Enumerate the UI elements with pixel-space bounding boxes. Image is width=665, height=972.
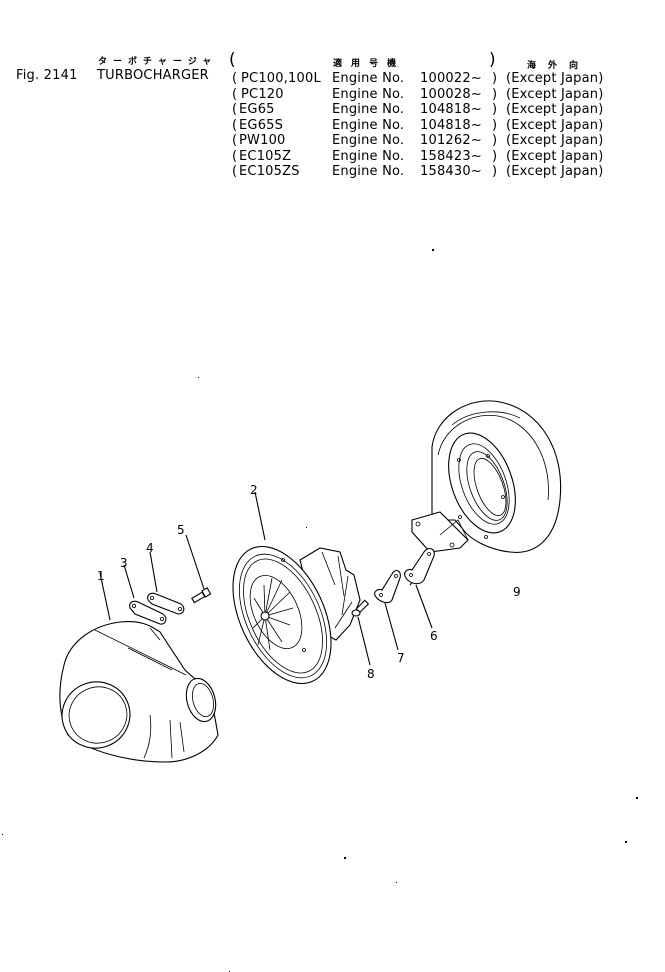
paren: )	[492, 148, 498, 164]
paren: )	[492, 133, 498, 148]
model: EC105ZS	[239, 164, 300, 179]
engine-label: Engine No.	[332, 102, 405, 117]
note: (Except Japan)	[506, 117, 604, 133]
figure-title: TURBOCHARGER	[97, 68, 209, 83]
model: EG65	[239, 102, 275, 117]
bolt-part-8	[351, 599, 371, 666]
applicable-models-heading: 適用号機	[333, 59, 406, 69]
paren: (	[232, 164, 238, 179]
note: (Except Japan)	[506, 164, 604, 179]
callout-4: 4	[146, 541, 154, 555]
paren: (	[232, 148, 238, 164]
paren: (	[232, 102, 238, 117]
paren: )	[492, 86, 498, 102]
model: EC105Z	[239, 148, 292, 164]
title-katakana: ターボチャージャ	[98, 57, 218, 67]
callout-1: 1	[97, 569, 105, 583]
serial: 158430~	[420, 164, 482, 179]
note: (Except Japan)	[506, 148, 604, 164]
note: (Except Japan)	[506, 86, 604, 102]
note: (Except Japan)	[506, 71, 604, 86]
applicability-row: ( EG65S Engine No. 104818~ ) (Except Jap…	[0, 118, 665, 134]
callout-8: 8	[367, 667, 375, 681]
callout-labels: 1 2 3 4 5 6 7 8 9	[97, 483, 521, 681]
applicability-row: ( PC100,100L Engine No. 100022~ ) (Excep…	[0, 71, 665, 87]
serial: 101262~	[420, 133, 482, 148]
serial: 100028~	[420, 86, 482, 102]
paren: (	[232, 71, 238, 86]
figure-number: Fig. 2141	[16, 68, 78, 83]
engine-label: Engine No.	[332, 148, 405, 164]
model: EG65S	[239, 117, 284, 133]
applicability-table: ( PC100,100L Engine No. 100022~ ) (Excep…	[0, 71, 665, 191]
engine-label: Engine No.	[332, 71, 405, 86]
plate-part-6	[404, 547, 435, 629]
applicability-row: ( EC105ZS Engine No. 158430~ ) (Except J…	[0, 164, 665, 180]
plate-part-4	[147, 551, 185, 615]
model: PW100	[239, 133, 286, 148]
callout-9: 9	[513, 585, 521, 599]
engine-label: Engine No.	[332, 86, 405, 102]
applicability-row: ( PC120 Engine No. 100028~ ) (Except Jap…	[0, 87, 665, 103]
callout-7: 7	[397, 651, 405, 665]
bolt-part-5	[185, 534, 212, 604]
turbine-housing-part-9	[409, 400, 562, 586]
paren: )	[492, 102, 498, 117]
plate-part-3	[123, 564, 167, 625]
paren: (	[232, 86, 238, 102]
serial: 104818~	[420, 117, 482, 133]
callout-6: 6	[430, 629, 438, 643]
paren: )	[492, 71, 498, 86]
cartridge-assembly-part-2	[232, 491, 361, 685]
paren: (	[232, 133, 238, 148]
applicability-row: ( PW100 Engine No. 101262~ ) (Except Jap…	[0, 133, 665, 149]
plate-part-7	[374, 569, 401, 651]
callout-2: 2	[250, 483, 258, 497]
serial: 104818~	[420, 102, 482, 117]
engine-label: Engine No.	[332, 117, 405, 133]
serial: 158423~	[420, 148, 482, 164]
engine-label: Engine No.	[332, 164, 405, 179]
model: PC100,100L	[241, 71, 321, 86]
applicability-row: ( EC105Z Engine No. 158423~ ) (Except Ja…	[0, 149, 665, 165]
callout-3: 3	[120, 556, 128, 570]
paren: (	[232, 117, 238, 133]
applicability-row: ( EG65 Engine No. 104818~ ) (Except Japa…	[0, 102, 665, 118]
overseas-heading: 海外向	[527, 61, 591, 71]
engine-label: Engine No.	[332, 133, 405, 148]
serial: 100022~	[420, 71, 482, 86]
paren: )	[492, 117, 498, 133]
callout-5: 5	[177, 523, 185, 537]
compressor-housing-part-1	[59, 572, 219, 763]
model: PC120	[241, 86, 284, 102]
open-paren-top: (	[229, 50, 236, 70]
note: (Except Japan)	[506, 133, 604, 148]
close-paren-top: )	[489, 50, 496, 70]
note: (Except Japan)	[506, 102, 604, 117]
paren: )	[492, 164, 498, 179]
